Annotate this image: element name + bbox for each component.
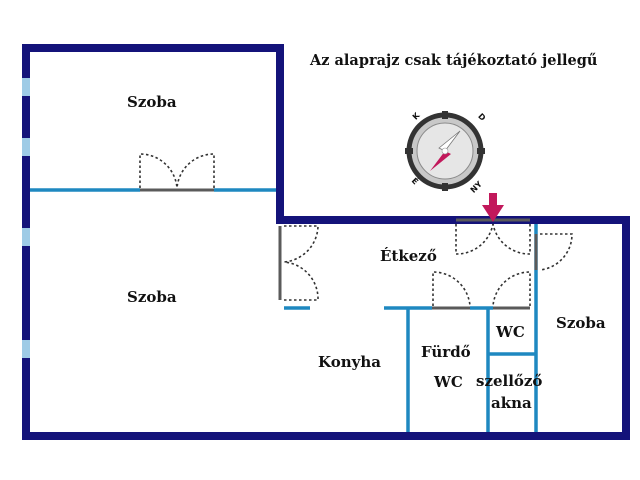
room-label-wc: WC: [496, 323, 525, 341]
compass-label-e: É: [410, 175, 422, 187]
room-label-furdo: Fürdő: [421, 343, 471, 361]
entrance-arrow-icon: [482, 193, 504, 222]
room-label-etkezo: Étkező: [380, 247, 437, 265]
left-windows: [22, 78, 30, 358]
room-label-szoba-top: Szoba: [127, 93, 177, 111]
outer-walls: [22, 44, 630, 440]
room-label-konyha: Konyha: [318, 353, 381, 371]
inner-walls: [30, 188, 538, 432]
compass-label-d: D: [476, 112, 487, 123]
room-label-szoba-left: Szoba: [127, 288, 177, 306]
room-label-szellozo: szellőző: [476, 372, 543, 390]
door-swings: [139, 153, 573, 307]
compass-icon: K D NY É: [405, 110, 488, 195]
room-label-wc-furdo: WC: [434, 373, 463, 391]
room-label-szoba-right: Szoba: [556, 314, 606, 332]
compass-label-ny: NY: [469, 179, 484, 194]
disclaimer-text: Az alaprajz csak tájékoztató jellegű: [310, 52, 598, 69]
room-label-akna: akna: [491, 394, 532, 412]
compass-label-k: K: [411, 110, 422, 121]
